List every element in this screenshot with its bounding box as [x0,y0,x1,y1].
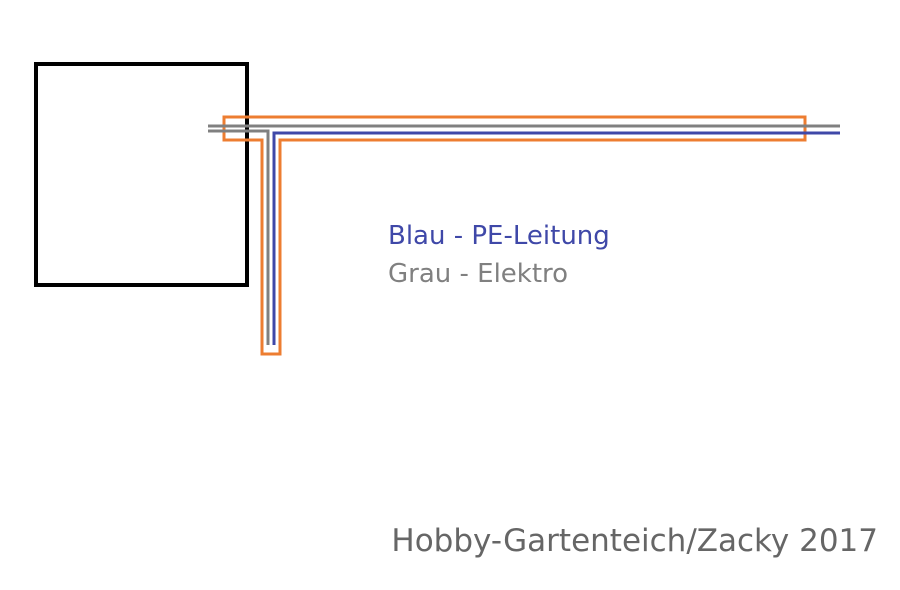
credit-text: Hobby-Gartenteich/Zacky 2017 [391,523,878,559]
legend-pe-line-label: Blau - PE-Leitung [388,221,610,251]
legend-electric-label: Grau - Elektro [388,259,569,289]
electric-cable-branch [208,129,270,345]
pe-line [272,131,840,345]
housing-box [34,62,249,287]
